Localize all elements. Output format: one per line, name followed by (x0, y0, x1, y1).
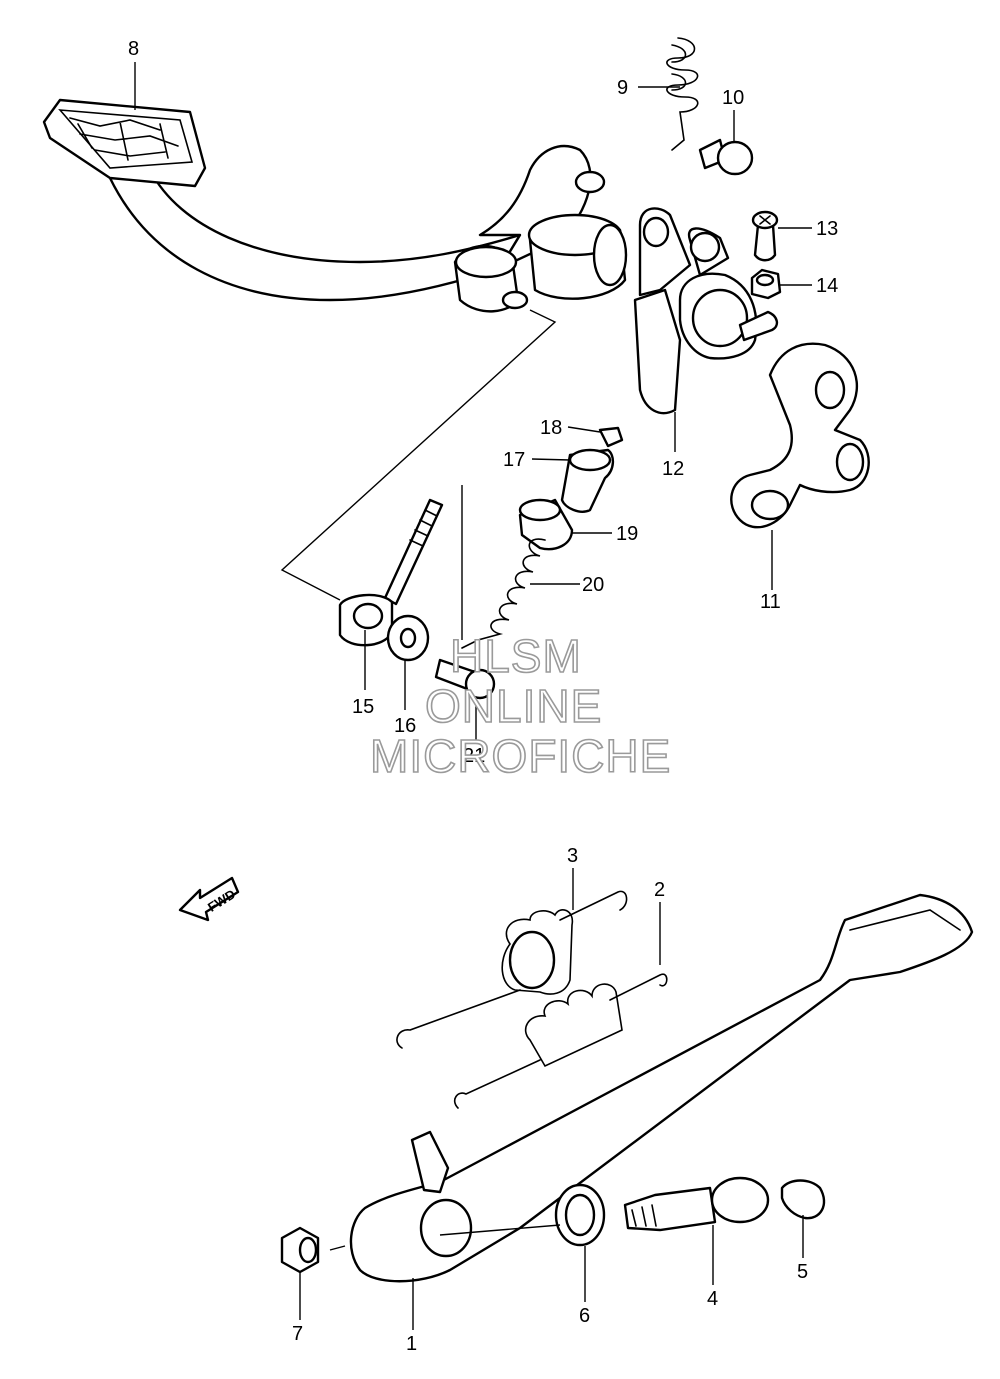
assembly-lines (280, 309, 557, 640)
spring-part-3 (396, 890, 628, 1049)
nut-part-14 (750, 268, 782, 300)
watermark: HLSM ONLINE MICROFICHE (369, 629, 671, 783)
lever-part-12 (633, 207, 779, 415)
pedal-pivot-boss (453, 213, 628, 313)
callout-8: 8 (128, 38, 139, 60)
callout-labels: 8 9 10 13 14 18 17 12 19 20 11 15 16 21 … (128, 38, 838, 1355)
callout-7: 7 (292, 1323, 303, 1345)
watermark-line-2: ONLINE (425, 680, 602, 732)
collar-part-19 (518, 498, 574, 551)
callout-17: 17 (503, 449, 525, 471)
bolt-part-4 (623, 1176, 770, 1232)
cap-part-5 (780, 1179, 826, 1220)
washer-part-16 (386, 614, 430, 662)
callout-15: 15 (352, 696, 374, 718)
callout-20: 20 (582, 574, 604, 596)
callout-3: 3 (567, 845, 578, 867)
rod-part-15 (338, 498, 444, 647)
spring-part-20 (461, 538, 546, 649)
leader-lines (134, 62, 812, 1330)
bolt-part-10 (698, 138, 754, 176)
brake-pedal-part-8 (42, 98, 606, 302)
callout-12: 12 (662, 458, 684, 480)
watermark-line-3: MICROFICHE (370, 730, 671, 782)
nut-part-7 (280, 1226, 320, 1274)
callout-1: 1 (406, 1333, 417, 1355)
callout-14: 14 (816, 275, 838, 297)
spring-part-9 (666, 37, 699, 151)
link-arm-part-11 (730, 342, 870, 529)
pin-part-17 (560, 448, 615, 513)
callout-5: 5 (797, 1261, 808, 1283)
callout-16: 16 (394, 715, 416, 737)
callout-13: 13 (816, 218, 838, 240)
callout-10: 10 (722, 87, 744, 109)
bolt-part-21 (434, 658, 496, 700)
watermark-line-1: HLSM (450, 630, 582, 682)
clip-part-18 (598, 426, 624, 448)
washer-part-6 (554, 1183, 606, 1247)
spring-part-2 (453, 973, 668, 1109)
callout-19: 19 (616, 523, 638, 545)
callout-18: 18 (540, 417, 562, 439)
callout-2: 2 (654, 879, 665, 901)
callout-11: 11 (760, 591, 781, 613)
callout-9: 9 (617, 77, 628, 99)
screw-part-13 (751, 210, 779, 262)
callout-21: 21 (463, 745, 485, 767)
callout-4: 4 (707, 1288, 718, 1310)
callout-6: 6 (579, 1305, 590, 1327)
fwd-arrow-icon: FWD (178, 876, 240, 922)
side-stand-part-1 (349, 893, 974, 1283)
